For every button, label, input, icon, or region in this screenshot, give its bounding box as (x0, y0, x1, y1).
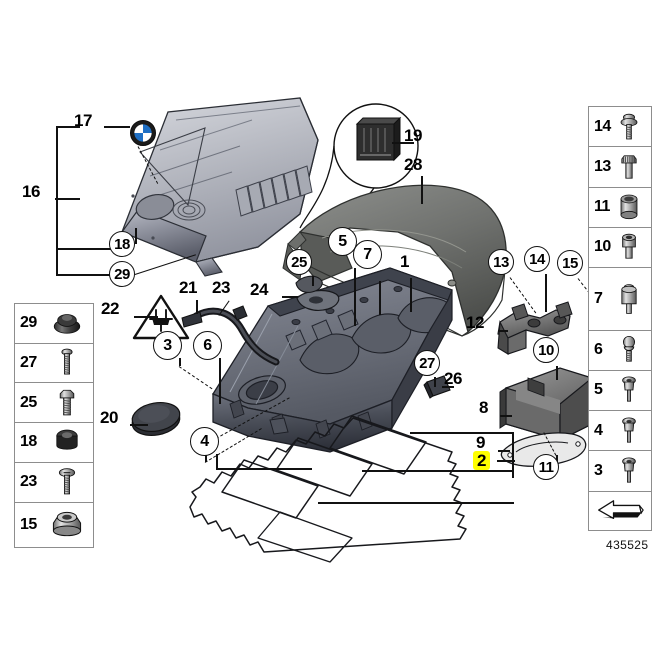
collar-bolt-icon (613, 373, 645, 407)
hex-bolt-icon (47, 386, 87, 420)
callout-5: 5 (328, 227, 357, 256)
part-cell-10: 10 (589, 228, 651, 269)
part-number-label: 7 (594, 289, 603, 307)
part-cell-6: 6 (589, 331, 651, 371)
part-cell-15: 15 (15, 503, 93, 547)
right-parts-panel: 14 13 11 10 7 6 5 4 3 (588, 106, 652, 531)
callout-29: 29 (109, 261, 135, 287)
ball-stud-icon (613, 333, 645, 367)
part-number-label: 10 (594, 238, 611, 256)
rubber-bushing-icon (47, 425, 87, 459)
callout-3: 3 (153, 331, 182, 360)
part-number-label: 25 (20, 393, 37, 411)
clip-bracket-art (423, 375, 451, 399)
left-parts-panel: 29 27 25 18 23 15 (14, 303, 94, 548)
part-number-label: 29 (20, 314, 37, 332)
callout-6: 6 (193, 331, 222, 360)
part-number-label: 3 (594, 462, 603, 480)
direction-arrow-icon (595, 495, 645, 527)
part-cell-13: 13 (589, 147, 651, 188)
callout-27: 27 (414, 350, 440, 376)
callout-8: 8 (479, 398, 488, 417)
oil-filler-cap-art (131, 401, 181, 437)
callout-28: 28 (404, 155, 422, 174)
grommet-detail-art (299, 103, 419, 233)
callout-20: 20 (100, 408, 118, 427)
part-number-label: 4 (594, 421, 603, 439)
oil-separator-housing-art (499, 367, 599, 441)
part-cell-4: 4 (589, 411, 651, 452)
callout-10: 10 (533, 337, 559, 363)
seal-ring-art (296, 289, 340, 311)
grommet-mount-icon (47, 306, 87, 340)
separator-gasket-art (500, 432, 587, 467)
callout-18: 18 (109, 231, 135, 257)
part-number-label: 11 (594, 198, 610, 216)
part-cell-7: 7 (589, 268, 651, 331)
part-cell-29: 29 (15, 304, 93, 344)
part-number-label: 23 (20, 473, 37, 491)
callout-11: 11 (533, 454, 559, 480)
socket-bolt-icon (613, 230, 645, 264)
callout-14: 14 (524, 246, 550, 272)
callout-7: 7 (353, 240, 382, 269)
callout-17: 17 (74, 111, 92, 130)
head-cover-gasket-art (189, 415, 467, 563)
callout-25: 25 (286, 249, 312, 275)
flange-bolt-icon (613, 109, 645, 143)
callout-19: 19 (404, 126, 422, 145)
part-number-label: 18 (20, 433, 37, 451)
callout-4: 4 (190, 427, 219, 456)
callout-2: 2 (473, 451, 490, 470)
part-cell-25: 25 (15, 383, 93, 424)
callout-23: 23 (212, 278, 230, 297)
long-stud-bolt-icon (613, 270, 645, 327)
sleeve-icon (613, 190, 645, 224)
callout-13: 13 (488, 249, 514, 275)
part-cell-11: 11 (589, 188, 651, 228)
long-screw-icon (47, 346, 87, 380)
part-cell-27: 27 (15, 344, 93, 384)
collar-bolt-icon (613, 454, 645, 488)
pan-screw-icon (47, 465, 87, 499)
direction-arrow-cell (589, 492, 651, 530)
part-number-label: 27 (20, 354, 37, 372)
callout-16: 16 (22, 182, 40, 201)
part-number-label: 15 (20, 515, 37, 533)
breather-hose-art (181, 305, 280, 366)
callout-24: 24 (250, 280, 268, 299)
part-cell-18: 18 (15, 423, 93, 463)
callout-9: 9 (476, 433, 485, 452)
diagram-number: 435525 (606, 538, 649, 552)
part-number-label: 6 (594, 341, 603, 359)
callout-12: 12 (466, 313, 484, 332)
torx-bolt-icon (613, 150, 645, 184)
part-number-label: 5 (594, 381, 603, 399)
bmw-roundel-art (130, 120, 156, 146)
callout-15: 15 (557, 250, 583, 276)
collar-bolt-icon (613, 414, 645, 448)
part-cell-14: 14 (589, 107, 651, 148)
part-number-label: 13 (594, 157, 611, 175)
engine-acoustic-cover-art (121, 97, 319, 277)
callout-21: 21 (179, 278, 197, 297)
callout-22: 22 (101, 299, 119, 318)
part-number-label: 14 (594, 117, 611, 135)
part-cell-5: 5 (589, 371, 651, 412)
callout-1: 1 (400, 252, 409, 271)
sensor-bracket-art (497, 301, 573, 355)
sealing-plug-icon (47, 505, 87, 544)
part-cell-23: 23 (15, 463, 93, 503)
oil-plug-art (295, 275, 323, 293)
part-cell-3: 3 (589, 451, 651, 492)
callout-26: 26 (444, 369, 462, 388)
